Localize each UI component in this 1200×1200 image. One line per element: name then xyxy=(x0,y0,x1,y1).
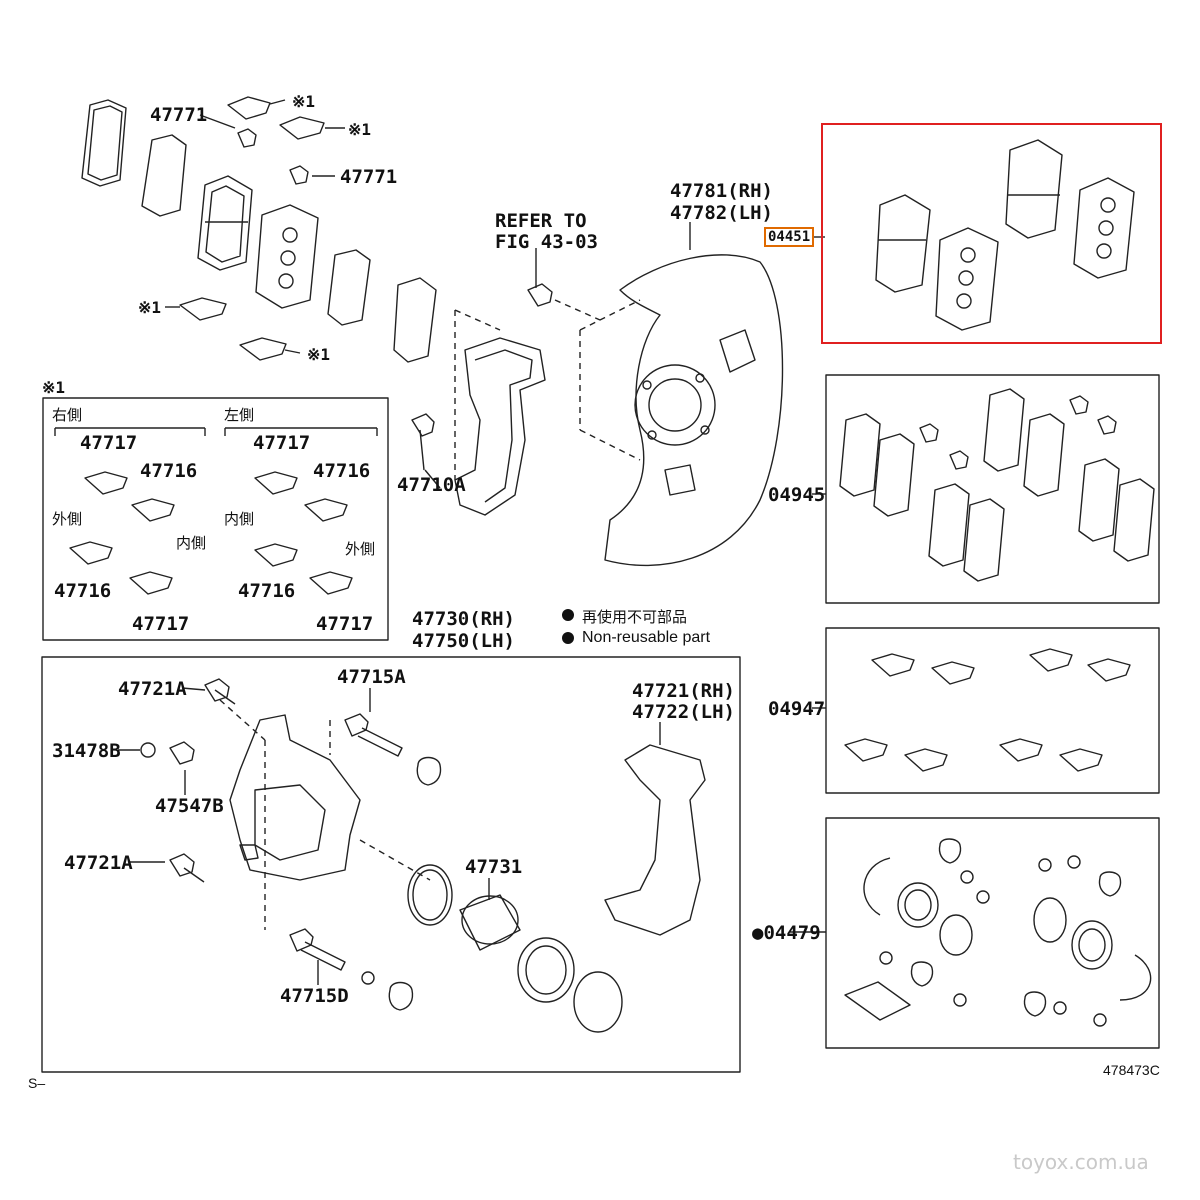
part-label-47716: 47716 xyxy=(54,580,112,602)
inset-left-side: 左側 xyxy=(224,406,255,424)
caliper-body-icon xyxy=(229,714,361,881)
legend-jp: 再使用不可部品 xyxy=(582,608,688,626)
inset-note-mark: ※1 xyxy=(42,378,66,397)
part-label-47710a: 47710A xyxy=(397,474,466,496)
inset-outer-label: 外側 xyxy=(345,540,376,558)
dust-cover-bolt-icon xyxy=(527,248,553,307)
part-label-04451[interactable]: 04451 xyxy=(764,227,815,247)
caliper-bracket-icon xyxy=(604,744,706,936)
pad-clip-icon xyxy=(179,96,325,361)
inset-clips-icon xyxy=(69,471,353,595)
note-mark: ※1 xyxy=(307,345,331,364)
anti-squeal-shim-2-icon xyxy=(393,277,437,363)
part-label-47717: 47717 xyxy=(316,613,374,635)
section-mark: S– xyxy=(28,1075,46,1091)
clip-kit-04947-icon xyxy=(844,648,1131,772)
part-label-47717: 47717 xyxy=(80,432,138,454)
refer-label: FIG 43-03 xyxy=(495,231,598,253)
anti-squeal-shim-icon xyxy=(327,249,371,326)
caliper-mounting-bracket-icon xyxy=(454,337,546,516)
legend-bullet-icon xyxy=(562,632,574,644)
clip-inset-frame xyxy=(42,397,389,641)
note-mark: ※1 xyxy=(292,92,316,111)
inset-right-side: 右側 xyxy=(52,406,83,424)
inset-inner-label: 内側 xyxy=(224,510,255,528)
clip-kit-frame xyxy=(825,627,1160,794)
part-label-47716: 47716 xyxy=(238,580,296,602)
part-label-47750: 47750(LH) xyxy=(412,630,515,652)
shim-kit-04945-icon xyxy=(839,388,1155,582)
part-label-31478b: 31478B xyxy=(52,740,121,762)
refer-label: REFER TO xyxy=(495,210,587,232)
legend-en: Non-reusable part xyxy=(582,629,711,646)
part-label-47715d: 47715D xyxy=(280,985,349,1007)
shim-kit-frame xyxy=(825,374,1160,604)
part-label-47731: 47731 xyxy=(465,856,523,878)
part-label-04479: ●04479 xyxy=(752,922,821,944)
part-label-04945: 04945 xyxy=(768,484,826,506)
part-label-47716: 47716 xyxy=(140,460,198,482)
legend-bullet-icon xyxy=(562,609,574,621)
part-label-47730: 47730(RH) xyxy=(412,608,515,630)
part-label-47721a: 47721A xyxy=(64,852,133,874)
highlighted-pad-kit-frame xyxy=(821,123,1162,344)
part-label-47771: 47771 xyxy=(150,104,208,126)
caliper-assembly-frame xyxy=(41,656,741,1073)
note-mark: ※1 xyxy=(138,298,162,317)
inset-inner-label: 内側 xyxy=(176,534,207,552)
bracket-bolt-icon xyxy=(411,413,435,471)
part-label-47717: 47717 xyxy=(253,432,311,454)
guide-pin-icons xyxy=(289,713,442,1011)
brake-pad-holes-icon xyxy=(255,204,319,309)
part-label-47782: 47782(LH) xyxy=(670,202,773,224)
part-label-47547b: 47547B xyxy=(155,795,224,817)
bleeder-bolt-icons xyxy=(140,678,236,883)
pad-kit-04451-icon xyxy=(875,139,1135,331)
pad-shim-inner-icon xyxy=(141,134,187,217)
disc-dust-cover-icon xyxy=(604,254,784,567)
part-label-47715a: 47715A xyxy=(337,666,406,688)
inset-outer-label: 外側 xyxy=(52,510,83,528)
part-label-47771: 47771 xyxy=(340,166,398,188)
part-label-47721a: 47721A xyxy=(118,678,187,700)
part-label-47721: 47721(RH) xyxy=(632,680,735,702)
seal-kit-frame xyxy=(825,817,1160,1049)
note-mark: ※1 xyxy=(348,120,372,139)
piston-seal-icons xyxy=(407,864,623,1033)
brake-pad-icon xyxy=(197,175,253,271)
part-label-47716: 47716 xyxy=(313,460,371,482)
diagram-reference-code: 478473C xyxy=(1103,1062,1160,1078)
part-label-04947: 04947 xyxy=(768,698,826,720)
part-label-47722: 47722(LH) xyxy=(632,701,735,723)
seal-kit-04479-icon xyxy=(844,838,1152,1027)
pad-shim-outer-icon xyxy=(81,99,127,187)
watermark: toyox.com.ua xyxy=(1013,1150,1149,1174)
part-label-47717: 47717 xyxy=(132,613,190,635)
part-label-47781: 47781(RH) xyxy=(670,180,773,202)
